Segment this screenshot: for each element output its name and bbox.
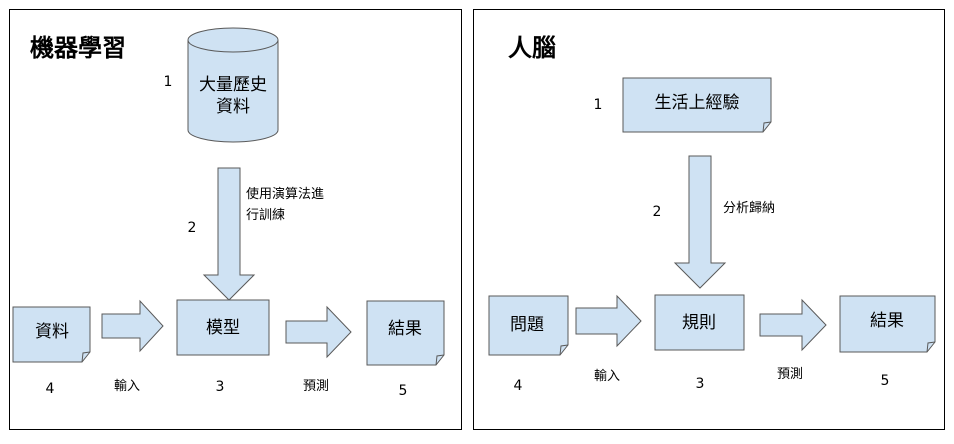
model-step: 3 <box>216 379 225 395</box>
question-step: 4 <box>514 378 523 394</box>
induce-step: 2 <box>653 204 662 220</box>
input-data-label: 資料 <box>35 322 69 342</box>
input-arrow-label: 輸入 <box>114 379 140 394</box>
train-down-arrow <box>202 167 256 301</box>
right-panel-frame <box>473 9 945 430</box>
train-label-line1: 使用演算法進 <box>246 186 324 202</box>
induce-down-arrow <box>673 155 727 289</box>
train-step-number: 2 <box>188 220 197 236</box>
historical-data-cylinder <box>187 27 279 143</box>
result-label-left: 結果 <box>388 319 422 339</box>
induce-label: 分析歸納 <box>723 201 775 216</box>
result-label-right: 結果 <box>870 311 904 331</box>
brain-predict-arrow-label: 預測 <box>777 367 803 382</box>
experience-document <box>622 77 772 133</box>
brain-input-arrow-label: 輸入 <box>594 369 620 384</box>
input-right-arrow <box>101 299 164 353</box>
experience-label: 生活上經驗 <box>655 93 740 113</box>
predict-right-arrow <box>285 305 352 359</box>
model-box <box>176 299 270 356</box>
input-data-document <box>12 306 91 363</box>
rule-step: 3 <box>696 376 705 392</box>
predict-arrow-label: 預測 <box>303 379 329 394</box>
step-number: 1 <box>164 74 173 90</box>
result-document-left <box>366 300 445 366</box>
model-label: 模型 <box>206 318 240 338</box>
question-label: 問題 <box>510 315 544 335</box>
left-panel-title: 機器學習 <box>30 34 126 62</box>
brain-input-right-arrow <box>575 294 642 348</box>
cylinder-label-line2: 資料 <box>216 97 250 117</box>
result-document-right <box>839 295 936 353</box>
cylinder-label-line1: 大量歷史 <box>199 75 267 95</box>
result-step-right: 5 <box>881 373 890 389</box>
train-label-line2: 行訓練 <box>246 207 285 223</box>
experience-step: 1 <box>594 97 603 113</box>
question-document <box>488 295 569 356</box>
rule-box <box>654 294 745 351</box>
left-panel-frame <box>9 9 462 430</box>
input-data-step: 4 <box>46 381 55 397</box>
rule-label: 規則 <box>682 313 716 333</box>
brain-predict-right-arrow <box>759 298 827 352</box>
right-panel-title: 人腦 <box>508 34 556 62</box>
result-step-left: 5 <box>399 383 408 399</box>
